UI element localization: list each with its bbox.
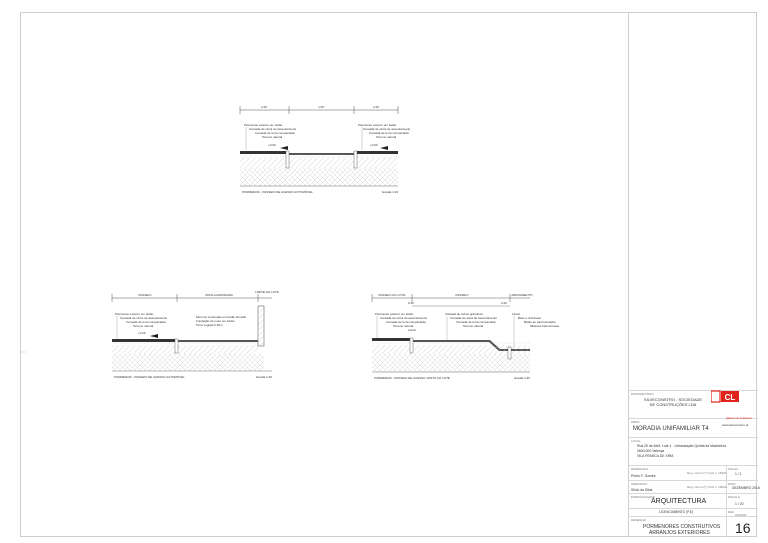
d3-left-label-2: Camada de cinza de assentamento xyxy=(380,316,428,320)
d3-top-label-3: ARRUAMENTO xyxy=(511,293,533,297)
d3-left-label-1: Pavimento exterior em betão xyxy=(375,312,414,316)
d3-right-label-4: Misturas betuminosas xyxy=(530,324,560,328)
fase-value: LICENCIAMENTO (P.E) xyxy=(659,510,693,514)
logo-mark: CL xyxy=(710,390,739,403)
d3-left-label-4: Terreno natural xyxy=(393,324,414,328)
obra-name: MORADIA UNIFAMILIAR T4 xyxy=(633,426,709,432)
d3-scale: Escala 1:20 xyxy=(514,376,530,380)
desenhou-label: DESENHOU xyxy=(631,467,649,471)
d1-dim-2: 1.00 xyxy=(318,105,324,109)
d2-top-label-2: ZONA AJARDINADA xyxy=(205,293,233,297)
logo-text: CL xyxy=(725,393,736,402)
d3-top-label-1: PASSEIO DO LOTE xyxy=(379,293,406,297)
d1-title: PORMENOR - PASSEIO DE ACESSO AUTOMÓVEL xyxy=(242,189,313,194)
titulo-line-2: ARRANJOS EXTERIORES xyxy=(649,530,710,536)
d2-scale: Escala 1:20 xyxy=(256,375,272,379)
d1-left-label-4: Terreno natural xyxy=(262,135,283,139)
d1-level-right: +0.00 xyxy=(370,143,378,147)
d2-top-label-3: LIMITE DO LOTE xyxy=(255,290,279,294)
d1-left-label-2: Camada de cinza de assentamento xyxy=(249,127,297,131)
d2-left-label-3: Camada de terra compactada xyxy=(126,320,166,324)
owner-name: SILVECONSTRO - SOCIEDADE DE CONSTRUÇÕES … xyxy=(643,397,703,407)
d3-mid-label-3: Camada de terra compactada xyxy=(456,320,496,324)
owner-label: PROPRIETÁRIO xyxy=(631,392,654,396)
especialidade-value: ARQUITECTURA xyxy=(651,498,707,505)
d3-mid-label-1: Calçada de cubos graníticos xyxy=(445,312,483,316)
folha-label: FOLHA xyxy=(728,467,739,471)
desenhou-reg: Reg. na O.A.(*) Civil n. 15421 xyxy=(687,471,727,475)
detail-3-section: PASSEIO DO LOTE PASSEIO ARRUAMENTO 0.20 … xyxy=(371,293,560,380)
detail-1-section: 2.00 1.00 2.00 Pavimento exterior em bet… xyxy=(239,105,411,194)
folha-value: 1 / 1 xyxy=(735,472,742,476)
d2-right-label-2: Fundação do muro em betão xyxy=(196,319,235,323)
d1-scale: Escala 1:20 xyxy=(382,190,398,194)
d3-right-label-3: Betão de pavimentação xyxy=(524,320,556,324)
logo-subtitle: gabinete de arquitetura xyxy=(726,417,752,420)
d3-right-label-2: Base e Sub-base xyxy=(518,316,541,320)
d1-right-label-4: Terreno natural xyxy=(376,135,397,139)
d3-left-label-3: Camada de terra compactada xyxy=(386,320,426,324)
d2-top-label-1: PASSEIO xyxy=(139,293,153,297)
d3-top-label-2: PASSEIO xyxy=(456,293,470,297)
local-line-2: 2600-000 Valença xyxy=(637,449,665,453)
titulo-label: DESENHO xyxy=(631,518,646,522)
ref-value: ARQ/PE xyxy=(735,513,747,517)
verificou-name: Sílvio da Silva xyxy=(631,488,653,492)
local-line-3: VILA FRANCA DE XIRA xyxy=(637,454,674,458)
d3-right-label-1: Lancil xyxy=(512,312,520,316)
d3-sub-label-1: 0.20 xyxy=(408,301,414,305)
d3-title: PORMENOR - PASSEIO DE ACESSO JUNTO AO LO… xyxy=(374,376,450,380)
verificou-reg: Reg. na O.A.(*) Civil n. 16002 xyxy=(687,485,727,489)
d1-left-label-3: Camada de terra compactada xyxy=(255,131,295,135)
d3-left-label-5: Lancil xyxy=(408,328,416,332)
escala-label: ESCALA xyxy=(728,495,740,499)
especialidade-label: ESPECIALIDADE xyxy=(631,495,655,499)
d2-left-label-4: Terreno natural xyxy=(133,324,154,328)
d1-right-label-3: Camada de terra compactada xyxy=(369,131,409,135)
company-logo: CL xyxy=(710,389,741,409)
d1-right-label-2: Camada de cinza de assentamento xyxy=(363,127,411,131)
owner-text: SILVECONSTRO - SOCIEDADE DE CONSTRUÇÕES … xyxy=(643,397,703,407)
detail-2-section: PASSEIO ZONA AJARDINADA LIMITE DO LOTE P… xyxy=(111,290,279,379)
d3-mid-label-2: Camada de areia de assentamento xyxy=(450,316,497,320)
d2-right-label-1: Muro de contenção em betão armado xyxy=(196,315,246,319)
d2-left-label-2: Camada de cinza de assentamento xyxy=(120,316,168,320)
drawing-number: 16 xyxy=(735,520,751,536)
drawing-sheet-frame xyxy=(20,12,757,537)
desenhou-name: Pedro F. Gomes xyxy=(631,474,656,478)
d1-dim-1: 2.00 xyxy=(261,105,267,109)
d2-title: PORMENOR - PASSEIO DE ACESSO AUTOMÓVEL xyxy=(114,374,185,379)
titulo-line-1: PORMENORES CONSTRUTIVOS xyxy=(643,524,721,530)
d1-dim-3: 2.00 xyxy=(373,105,379,109)
escala-value: 1 / 20 xyxy=(735,502,744,506)
company-email: www.silveconstro.pt xyxy=(722,423,749,427)
d1-left-label-1: Pavimento exterior em betão xyxy=(244,123,283,127)
d2-level: +0.20 xyxy=(138,331,146,335)
data-label: DATA xyxy=(728,482,736,486)
d2-right-label-3: Terra vegetal 0.30m xyxy=(196,323,223,327)
title-block: PROPRIETÁRIO SILVECONSTRO - SOCIEDADE DE… xyxy=(628,12,760,537)
d3-sub-label-2: 0.20 xyxy=(501,301,507,305)
d1-level-left: +0.00 xyxy=(268,143,276,147)
d2-left-label-1: Pavimento exterior em betão xyxy=(115,312,154,316)
d3-mid-label-4: Terreno natural xyxy=(463,324,484,328)
ref-label: REF. xyxy=(728,510,735,514)
obra-label: OBRA xyxy=(631,420,640,424)
d1-right-label-1: Pavimento exterior em betão xyxy=(358,123,397,127)
data-value: DEZEMBRO 2016 xyxy=(732,486,760,490)
verificou-label: VERIFICOU xyxy=(631,482,648,486)
local-line-1: Rua 25 de Abril, Lote 1 - Urbanização Qu… xyxy=(637,444,726,448)
local-label: LOCAL xyxy=(631,439,641,443)
